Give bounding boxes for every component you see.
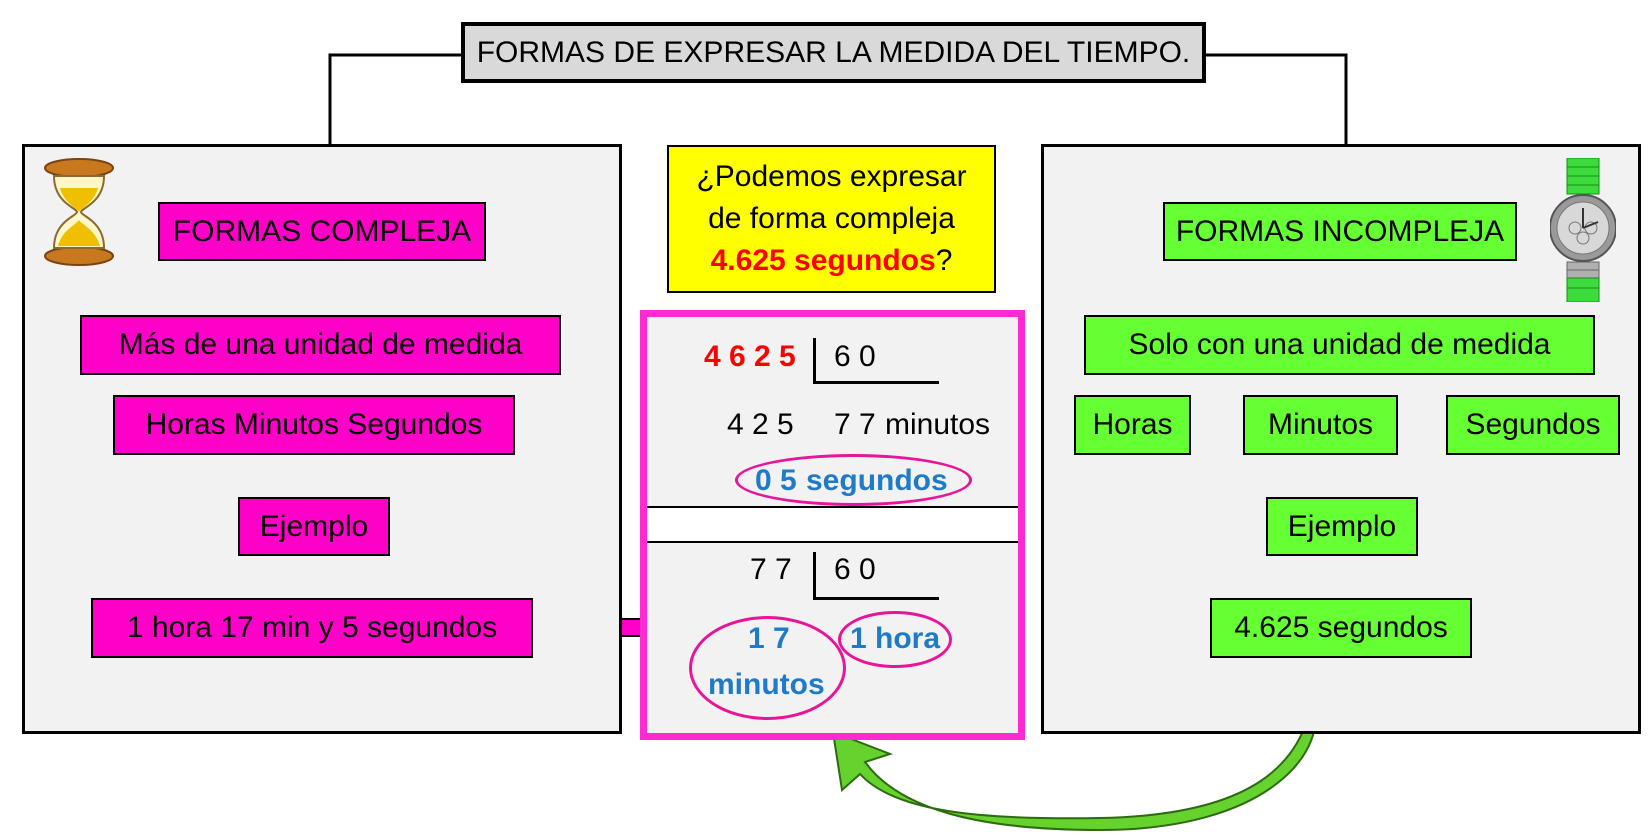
right-heading: FORMAS INCOMPLEJA (1163, 202, 1517, 261)
question-suffix: ? (935, 244, 953, 277)
division1-quotient: 7 7 (834, 408, 876, 441)
division2-quotient-ellipse (838, 611, 952, 668)
diagram-title: FORMAS DE EXPRESAR LA MEDIDA DEL TIEMPO. (461, 22, 1206, 83)
hourglass-icon (44, 158, 114, 266)
calculation-separator (647, 506, 1018, 543)
division1-dividend: 4 6 2 5 (704, 340, 796, 373)
division2-bracket (813, 552, 939, 600)
division1-quotient-unit: minutos (885, 408, 991, 441)
division1-partial: 4 2 5 (727, 408, 794, 441)
question-box: ¿Podemos expresar de forma compleja 4.62… (667, 145, 996, 293)
division1-bracket (813, 338, 939, 384)
division2-remainder-unit: minutos (708, 668, 825, 701)
right-unit-seconds: Segundos (1446, 395, 1620, 455)
question-highlight: 4.625 segundos (710, 244, 936, 277)
question-line-3: 4.625 segundos? (669, 240, 994, 282)
division1-remainder-unit: segundos (806, 464, 948, 497)
right-example-label: Ejemplo (1266, 497, 1418, 556)
question-line-2: de forma compleja (708, 202, 955, 235)
right-unit-minutes: Minutos (1243, 395, 1398, 455)
wristwatch-icon (1549, 157, 1617, 303)
division2-remainder-ellipse (689, 616, 846, 720)
division2-dividend: 7 7 (750, 553, 792, 586)
question-line-1: ¿Podemos expresar (696, 160, 967, 193)
division1-divisor: 6 0 (834, 340, 876, 373)
division1-remainder-ellipse (735, 454, 972, 506)
left-example-value: 1 hora 17 min y 5 segundos (91, 598, 533, 658)
left-description: Más de una unidad de medida (80, 315, 561, 375)
right-example-value: 4.625 segundos (1210, 598, 1472, 658)
left-example-label: Ejemplo (238, 497, 390, 556)
right-description: Solo con una unidad de medida (1084, 315, 1595, 375)
left-units: Horas Minutos Segundos (113, 395, 515, 455)
right-unit-hours: Horas (1074, 395, 1191, 455)
division2-quotient: 1 hora (850, 622, 941, 655)
division2-remainder: 1 7 (748, 622, 790, 655)
division2-divisor: 6 0 (834, 553, 876, 586)
left-heading: FORMAS COMPLEJA (158, 202, 486, 261)
division1-remainder: 0 5 (755, 464, 797, 497)
